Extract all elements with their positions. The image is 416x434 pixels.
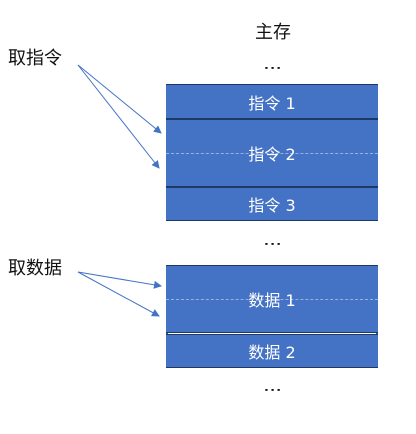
memory-cell-bottom-ellipsis: ⋮ [166,368,378,410]
memory-cell-top-ellipsis: ⋮ [166,50,378,84]
arrow-to-instruction-upper [77,64,162,134]
fetch-data-label: 取数据 [8,258,62,279]
fetch-instruction-label: 取指令 [8,48,62,69]
instruction-1-label: 指令 1 [248,93,296,113]
arrow-to-data-lower [77,271,160,317]
ellipsis-icon: ⋮ [262,59,283,75]
ellipsis-icon: ⋮ [262,381,283,397]
memory-cell-instruction-2: 指令 2 [166,119,378,187]
memory-cell-middle-ellipsis: ⋮ [166,221,378,265]
arrow-to-instruction-lower [77,64,160,169]
main-memory-column: ⋮ 指令 1 指令 2 指令 3 ⋮ 数据 1 数据 2 ⋮ [166,50,378,410]
cell-divider [166,153,378,154]
arrow-to-data-upper [77,271,162,289]
data-2-label: 数据 2 [248,343,296,362]
memory-cell-instruction-1: 指令 1 [166,84,378,119]
instruction-2-label: 指令 2 [248,145,296,164]
memory-cell-data-2: 数据 2 [166,334,378,368]
memory-cell-data-1: 数据 1 [166,265,378,333]
memory-cell-instruction-3: 指令 3 [166,187,378,221]
instruction-3-label: 指令 3 [248,196,296,215]
data-1-label: 数据 1 [248,291,296,310]
cell-divider [166,299,378,300]
ellipsis-icon: ⋮ [262,235,283,251]
